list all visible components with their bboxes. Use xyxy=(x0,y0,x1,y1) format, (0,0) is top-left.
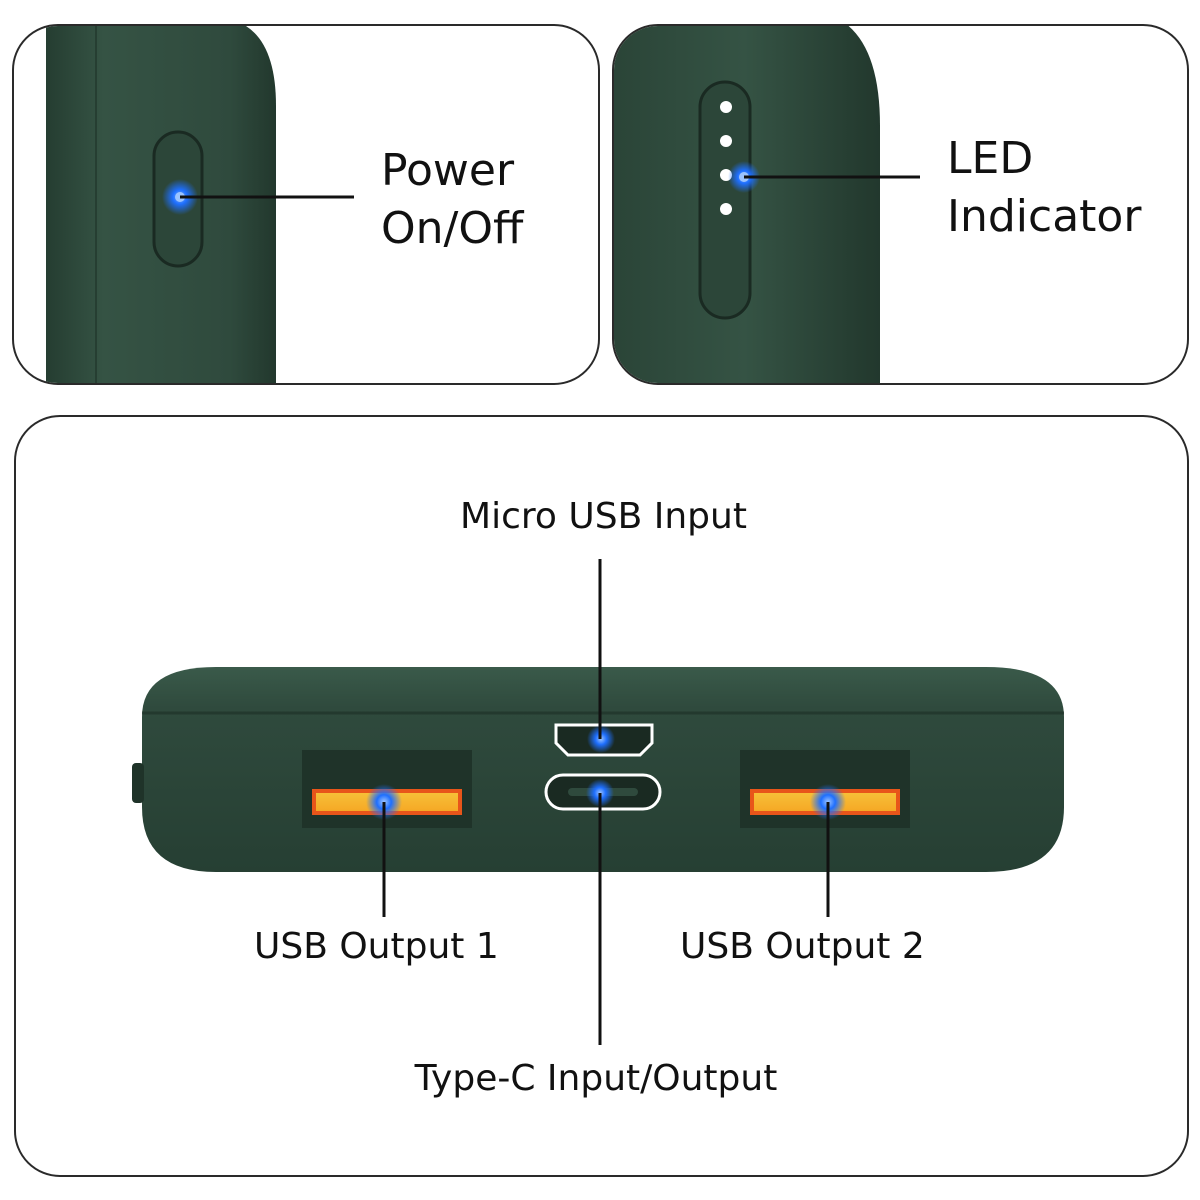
power-bank-side-illustration xyxy=(46,26,354,383)
micro-usb-label: Micro USB Input xyxy=(460,496,747,537)
power-bank-body xyxy=(142,667,1064,872)
led-label: LED Indicator xyxy=(947,133,1142,242)
power-button-panel: Power On/Off xyxy=(12,24,600,385)
led-dot-icon xyxy=(720,135,732,147)
ports-panel: Micro USB Input USB Output 1 USB Output … xyxy=(14,415,1189,1177)
led-dot-icon xyxy=(720,101,732,113)
led-indicator-panel: LED Indicator xyxy=(612,24,1189,385)
usb-output-1-label: USB Output 1 xyxy=(254,926,499,967)
usb-output-2-label: USB Output 2 xyxy=(680,926,925,967)
led-dot-icon xyxy=(720,203,732,215)
power-label: Power On/Off xyxy=(381,145,524,254)
led-strip xyxy=(698,80,752,320)
power-bank-ports-illustration xyxy=(132,559,1064,1045)
power-bank-top-illustration xyxy=(614,26,920,383)
type-c-label: Type-C Input/Output xyxy=(414,1058,778,1099)
side-button xyxy=(132,763,144,803)
